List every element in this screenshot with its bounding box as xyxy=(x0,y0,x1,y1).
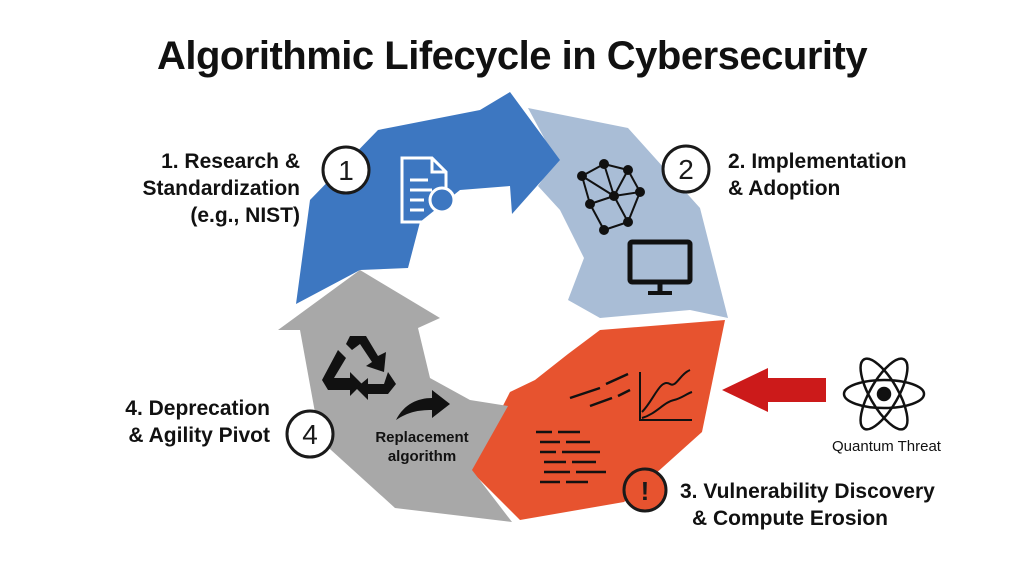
stage-1-label-line3: (e.g., NIST) xyxy=(190,204,300,227)
svg-text:2: 2 xyxy=(678,154,694,185)
stage-2-label: 2. Implementation & Adoption xyxy=(728,148,907,202)
recycle-icon xyxy=(322,336,396,400)
stage-1-label-line2: Standardization xyxy=(142,177,300,200)
stage-3-label-line2: & Compute Erosion xyxy=(692,507,889,530)
stage-3-label: 3. Vulnerability Discovery & Compute Ero… xyxy=(680,478,935,532)
stage-3-arrow xyxy=(470,320,725,520)
stage-2-label-line1: 2. Implementation xyxy=(728,150,907,173)
svg-text:4: 4 xyxy=(302,419,318,450)
stage-4-number-badge: 4 xyxy=(285,409,335,459)
quantum-threat-label: Quantum Threat xyxy=(832,438,941,455)
stage-1-number-badge: 1 xyxy=(321,145,371,195)
svg-text:!: ! xyxy=(641,476,650,506)
atom-icon xyxy=(842,357,926,431)
stage-2-arrow xyxy=(528,108,728,318)
document-search-icon xyxy=(400,156,466,224)
replacement-label-line2: algorithm xyxy=(387,448,457,465)
svg-text:1: 1 xyxy=(338,155,354,186)
stage-3-alert-badge: ! xyxy=(622,467,668,513)
stage-4-arrow xyxy=(278,270,512,522)
stage-2-number-badge: 2 xyxy=(661,144,711,194)
chart-icon xyxy=(639,369,693,421)
diagram-title: Algorithmic Lifecycle in Cybersecurity xyxy=(156,34,868,78)
stage-2-label-line2: & Adoption xyxy=(728,177,841,200)
stage-1-arrow xyxy=(296,92,560,304)
quantum-threat-arrow xyxy=(722,368,826,412)
stage-1-label: 1. Research & Standardization (e.g., NIS… xyxy=(110,148,300,229)
broken-code-icon xyxy=(536,372,631,484)
replacement-label-line1: Replacement xyxy=(375,429,469,446)
stage-4-label-line1: 4. Deprecation xyxy=(125,397,270,420)
stage-4-label: 4. Deprecation & Agility Pivot xyxy=(94,395,270,449)
pivot-arrow-icon xyxy=(396,390,450,420)
stage-3-label-line1: 3. Vulnerability Discovery xyxy=(680,480,935,503)
stage-1-label-line1: 1. Research & xyxy=(161,150,300,173)
stage-4-label-line2: & Agility Pivot xyxy=(128,424,270,447)
replacement-algorithm-label: Replacement algorithm xyxy=(362,428,482,466)
monitor-icon xyxy=(627,239,693,295)
network-graph-icon xyxy=(577,159,645,235)
